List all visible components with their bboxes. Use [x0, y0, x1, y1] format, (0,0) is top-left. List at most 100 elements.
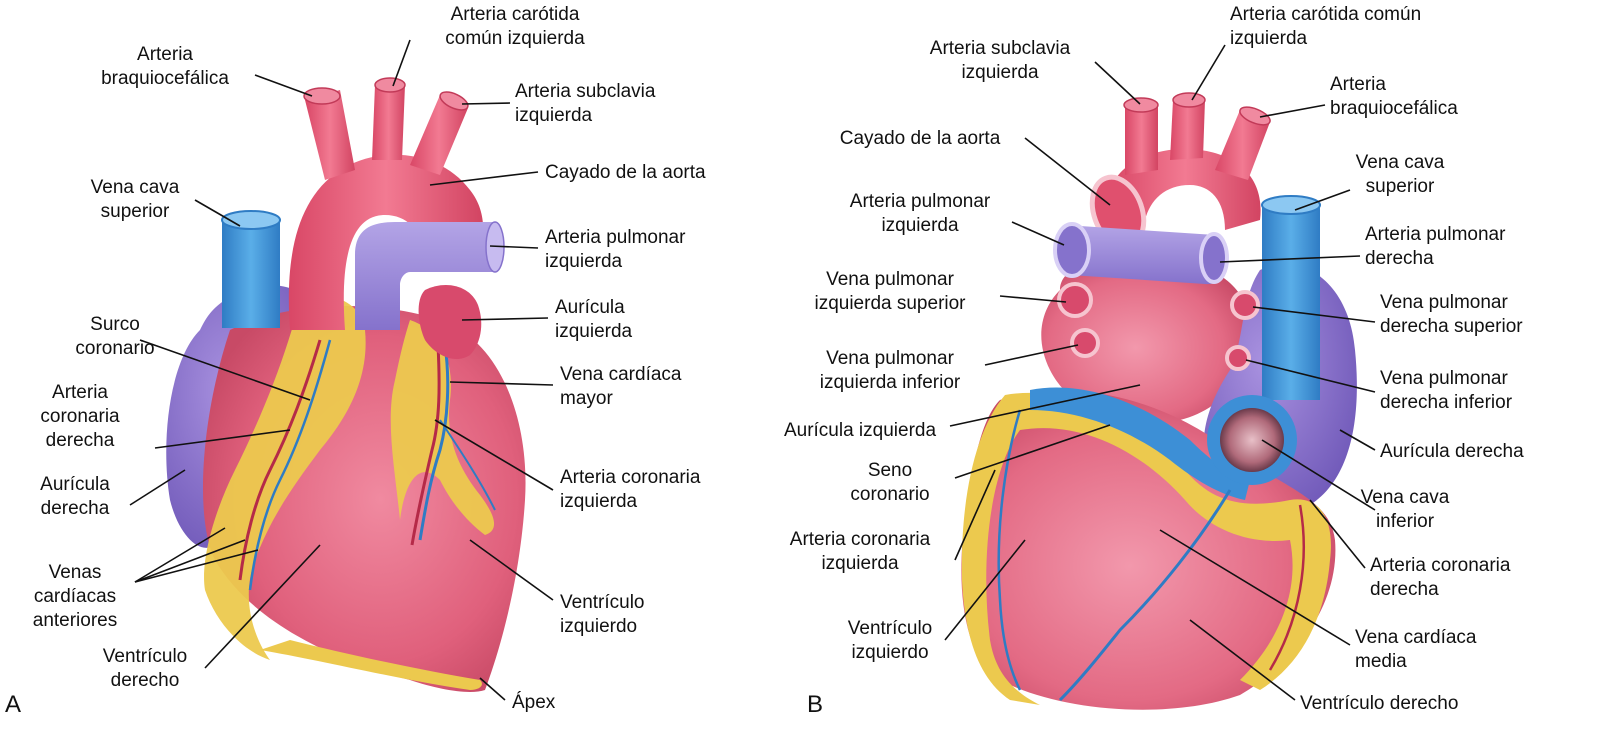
- brachiocephalic-branch-shape-b: [1215, 110, 1270, 180]
- leader-line: [1252, 306, 1376, 323]
- left-auricle-shape: [418, 285, 482, 360]
- leader-line: [154, 429, 291, 449]
- superior-vena-cava-opening-b: [1261, 195, 1321, 215]
- label-text: derecha: [1365, 248, 1434, 269]
- left-coronary-artery-vessel: [410, 344, 441, 546]
- leader-line: [449, 381, 554, 386]
- apex-fat: [260, 640, 482, 690]
- left-inferior-pulmonary-vein-opening: [1070, 328, 1100, 358]
- superior-vena-cava-shape: [222, 218, 280, 328]
- leader-line: [1339, 429, 1376, 451]
- callout-a-surco: Surco coronario: [75, 314, 311, 401]
- leader-line: [1259, 104, 1326, 118]
- label-text: Aurícula: [40, 474, 110, 495]
- label-text: Aurícula izquierda: [784, 420, 937, 441]
- label-text: izquierda: [961, 62, 1039, 83]
- leader-line: [139, 339, 311, 401]
- brachiocephalic-opening-b: [1239, 106, 1271, 126]
- leader-line: [1245, 359, 1376, 393]
- leader-line: [469, 539, 554, 601]
- heart-posterior-view: B: [807, 92, 1357, 718]
- label-text: izquierda: [1230, 28, 1308, 49]
- callout-b-cayado: Cayado de la aorta: [840, 128, 1111, 206]
- callout-a-auricula-der: Aurícula derecha: [40, 469, 186, 519]
- label-text: Cayado de la aorta: [840, 128, 1001, 149]
- coronary-fat-ring: [961, 392, 1331, 705]
- leader-line: [134, 539, 246, 583]
- label-text: izquierda: [555, 321, 633, 342]
- label-text: Arteria carótida: [451, 4, 580, 25]
- label-text: derecha: [41, 498, 110, 519]
- leader-line: [134, 549, 259, 583]
- leader-line: [1219, 255, 1361, 263]
- leader-line: [1294, 189, 1351, 211]
- leader-line: [134, 527, 226, 583]
- label-text: Arteria pulmonar: [850, 191, 991, 212]
- label-text: Vena cava: [91, 177, 180, 198]
- pulmonary-trunk-shape: [355, 222, 495, 330]
- callout-a-vcs: Vena cava superior: [91, 177, 241, 227]
- callout-b-seno: Seno coronario: [850, 424, 1111, 505]
- label-text: Aurícula derecha: [1380, 441, 1524, 462]
- label-text: Vena cardíaca: [1355, 627, 1477, 648]
- subclavian-opening-b: [1123, 97, 1159, 113]
- label-text: coronario: [850, 484, 929, 505]
- middle-cardiac-vein-vessel: [1058, 489, 1232, 702]
- label-text: izquierdo: [560, 616, 637, 637]
- leader-line: [489, 245, 539, 249]
- callout-a-subclavia: Arteria subclavia izquierda: [461, 81, 656, 126]
- label-text: Ventrículo: [848, 618, 933, 639]
- label-text: coronario: [75, 338, 154, 359]
- leader-line: [1191, 44, 1226, 101]
- right-superior-pulmonary-vein-opening: [1230, 290, 1260, 320]
- coronary-fat-left: [390, 320, 495, 535]
- label-text: Vena pulmonar: [1380, 292, 1508, 313]
- subclavian-branch-opening: [439, 91, 469, 111]
- callout-b-carotida: Arteria carótida común izquierda: [1191, 4, 1421, 101]
- label-text: izquierda: [515, 105, 593, 126]
- label-text: Arteria subclavia: [515, 81, 656, 102]
- label-text: media: [1355, 651, 1407, 672]
- heart-anterior-view: A: [5, 77, 526, 718]
- label-text: Seno: [868, 460, 912, 481]
- callout-b-ventr-izq: Ventrículo izquierdo: [848, 539, 1026, 663]
- leader-line: [954, 469, 996, 561]
- left-atrium-shape-b: [1041, 256, 1251, 423]
- leader-line: [1189, 619, 1296, 701]
- panel-label-a: A: [5, 691, 21, 718]
- aortic-arch-shape: [288, 154, 484, 330]
- label-text: Arteria carótida común: [1230, 4, 1421, 25]
- label-text: izquierdo: [851, 642, 928, 663]
- label-text: Arteria: [52, 382, 108, 403]
- leader-line: [1094, 61, 1141, 105]
- subclavian-branch-shape-b: [1125, 105, 1158, 175]
- label-text: Surco: [90, 314, 140, 335]
- leader-line: [392, 39, 411, 87]
- right-coronary-vessel-b: [1268, 504, 1305, 671]
- callout-b-auricula-izq: Aurícula izquierda: [784, 384, 1141, 441]
- pulmonary-arteries-shape: [1065, 225, 1229, 285]
- carotid-opening-b: [1172, 92, 1206, 108]
- leader-line: [129, 469, 186, 506]
- leader-line: [194, 199, 241, 227]
- label-text: Vena pulmonar: [826, 269, 954, 290]
- subclavian-branch-shape: [410, 95, 468, 175]
- coronary-fat-right: [204, 296, 366, 660]
- label-text: superior: [101, 201, 170, 222]
- label-text: braquiocefálica: [101, 68, 229, 89]
- left-superior-pulmonary-vein-opening: [1057, 282, 1093, 318]
